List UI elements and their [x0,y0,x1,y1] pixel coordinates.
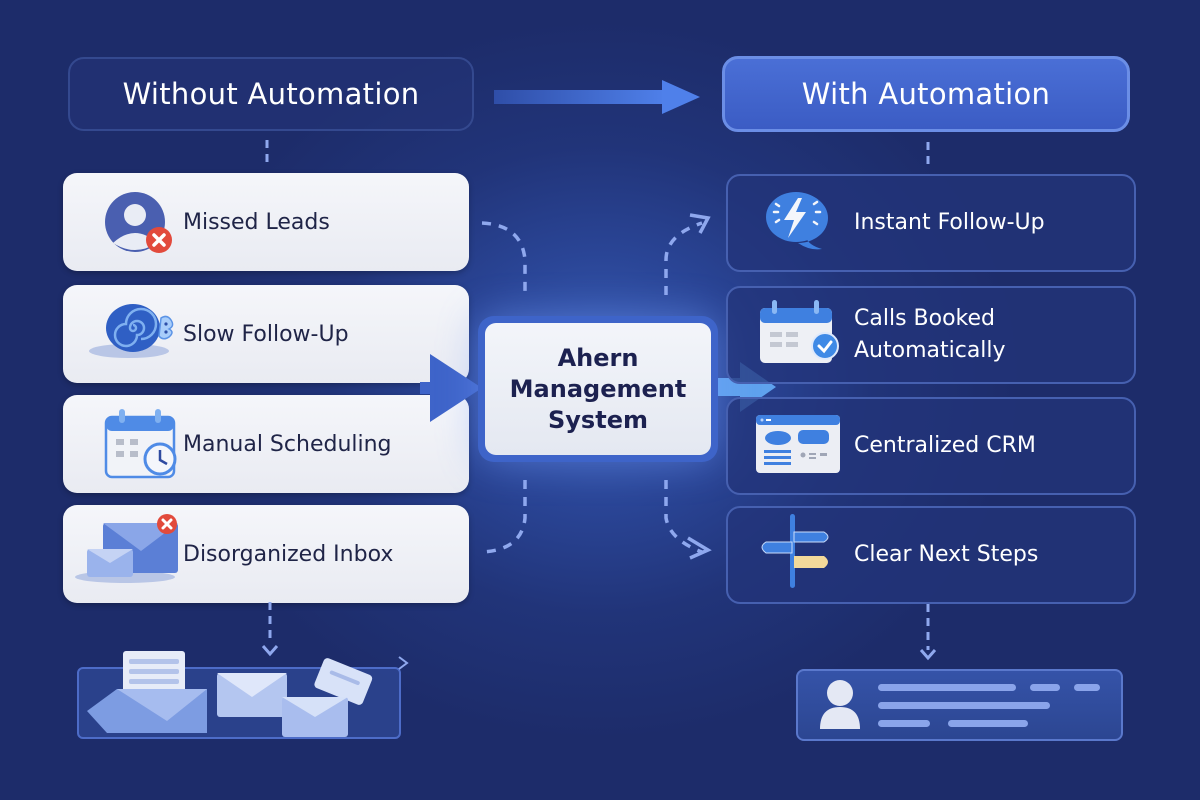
center-title-line: Ahern [557,343,639,372]
signpost-icon [728,506,854,604]
problem-card-slow-follow-up: Slow Follow-Up [63,285,469,383]
problem-label: Disorganized Inbox [183,541,394,567]
center-title-line: Management [509,374,687,403]
right-down-arrow-icon [919,604,937,661]
cluttered-inbox-illustration [77,651,409,739]
problem-card-missed-leads: Missed Leads [63,173,469,271]
crm-dashboard-icon [728,397,854,495]
envelope-error-icon [63,505,183,603]
snail-icon [63,285,183,383]
solution-label: Clear Next Steps [854,542,1039,567]
solution-card-calls-booked: Calls Booked Automatically [726,286,1136,384]
problem-label: Manual Scheduling [183,431,392,457]
solution-card-clear-next-steps: Clear Next Steps [726,506,1136,604]
with-automation-header: With Automation [722,56,1130,132]
dashed-connectors-top [481,213,711,295]
problem-label: Slow Follow-Up [183,321,349,347]
lightning-chat-icon [728,174,854,272]
solution-label: Calls Booked [854,306,995,331]
calendar-clock-icon [63,395,183,493]
header-arrow-icon [494,80,700,114]
solution-label: Automatically [854,338,1006,363]
without-automation-title: Without Automation [122,77,420,111]
without-automation-header: Without Automation [68,57,474,131]
calendar-check-icon [728,286,854,384]
solution-label: Instant Follow-Up [854,210,1045,235]
problem-label: Missed Leads [183,209,330,235]
problem-card-disorganized-inbox: Disorganized Inbox [63,505,469,603]
left-header-connector [265,140,269,168]
solution-card-instant-follow-up: Instant Follow-Up [726,174,1136,272]
dashed-connectors-bottom [481,480,712,560]
ahern-management-system-box: Ahern Management System [478,316,718,462]
contact-profile-card [796,669,1123,741]
with-automation-title: With Automation [801,77,1051,111]
solution-card-centralized-crm: Centralized CRM [726,397,1136,495]
input-arrow-icon [420,354,482,422]
right-header-connector [926,142,930,170]
solution-label: Centralized CRM [854,433,1036,458]
problem-card-manual-scheduling: Manual Scheduling [63,395,469,493]
center-title-line: System [548,405,648,434]
missed-lead-user-icon [63,173,183,271]
left-down-arrow-icon [261,602,279,657]
